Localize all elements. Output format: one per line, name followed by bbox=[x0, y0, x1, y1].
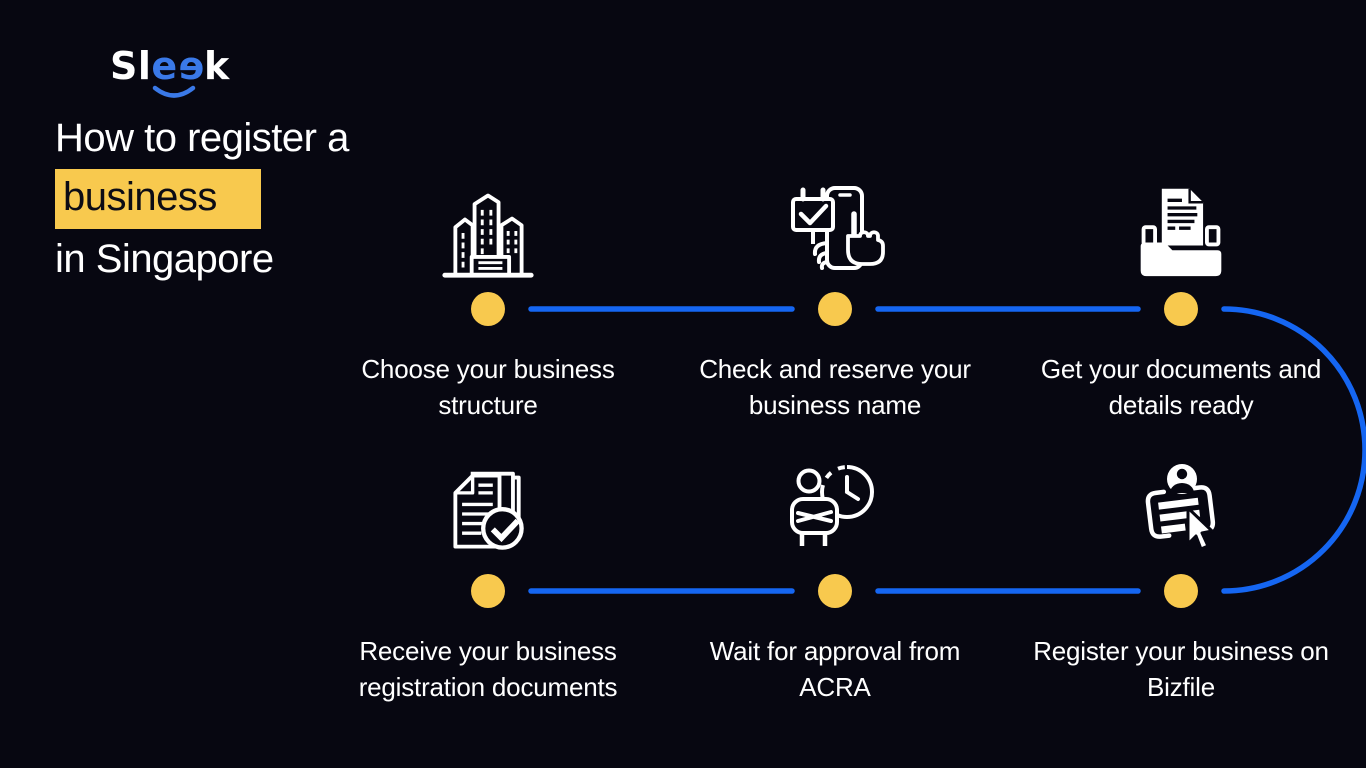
smile-arc-icon bbox=[152, 85, 196, 98]
step-dot bbox=[1164, 574, 1198, 608]
step-dot bbox=[471, 292, 505, 326]
step-label: Receive your business registration docum… bbox=[358, 636, 618, 702]
step-item-1: Choose your business structure bbox=[308, 180, 668, 423]
step-label: Get your documents and details ready bbox=[1040, 354, 1322, 420]
step-dot bbox=[818, 574, 852, 608]
step-dot bbox=[818, 292, 852, 326]
title-line-1: How to register a bbox=[55, 116, 349, 160]
register-bizfile-cursor-icon bbox=[1131, 462, 1231, 562]
step-dot bbox=[1164, 292, 1198, 326]
step-label: Check and reserve your business name bbox=[699, 354, 971, 420]
step-label: Choose your business structure bbox=[361, 354, 615, 420]
title-line-2: in Singapore bbox=[55, 237, 274, 281]
office-buildings-icon bbox=[440, 180, 536, 280]
step-label: Wait for approval from ACRA bbox=[709, 636, 961, 702]
sleek-logo: Sleek bbox=[110, 44, 230, 98]
infographic-title: How to register a business in Singapore bbox=[55, 112, 349, 285]
waiting-person-clock-icon bbox=[785, 462, 885, 562]
step-item-4: Receive your business registration docum… bbox=[308, 462, 668, 705]
documents-tray-icon bbox=[1133, 180, 1229, 280]
step-label: Register your business on Bizfile bbox=[1033, 636, 1329, 702]
logo-text: Sleek bbox=[110, 44, 230, 88]
title-highlight: business bbox=[55, 169, 261, 229]
approved-documents-icon bbox=[440, 462, 536, 562]
reserve-name-device-icon bbox=[785, 180, 885, 280]
step-item-6: Register your business on Bizfile bbox=[1001, 462, 1361, 705]
step-item-2: Check and reserve your business name bbox=[655, 180, 1015, 423]
step-item-3: Get your documents and details ready bbox=[1001, 180, 1361, 423]
step-item-5: Wait for approval from ACRA bbox=[655, 462, 1015, 705]
step-dot bbox=[471, 574, 505, 608]
